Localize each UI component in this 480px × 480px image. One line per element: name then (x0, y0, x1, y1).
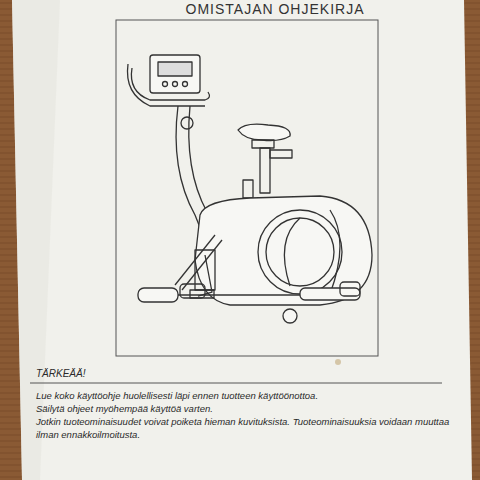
document-title: OMISTAJAN OHJEKIRJA (150, 1, 400, 17)
notice-heading: TÄRKEÄÄ! (36, 368, 85, 379)
notice-text: Lue koko käyttöohje huolellisesti läpi e… (36, 390, 456, 403)
exercise-bike (127, 55, 372, 323)
paper-sheet (12, 0, 472, 480)
notice-text: Jotkin tuoteominaisuudet voivat poiketa … (36, 416, 456, 441)
rule-line (30, 383, 442, 384)
illustration-frame (116, 20, 378, 356)
paper-stain (335, 359, 341, 365)
notice-text: Säilytä ohjeet myöhempää käyttöä varten. (36, 403, 456, 416)
